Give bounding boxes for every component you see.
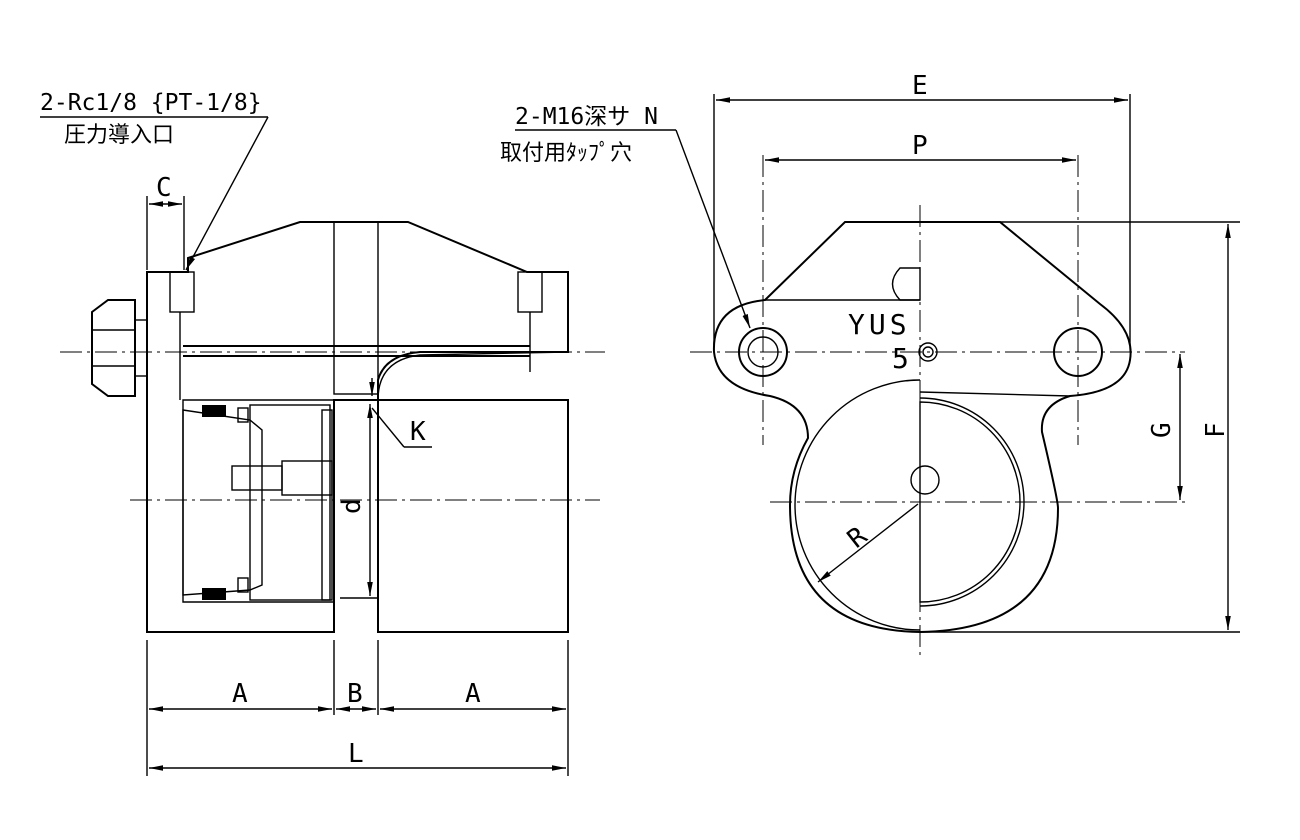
dim-B: B [347, 679, 363, 709]
seal-bottom [202, 588, 226, 600]
dim-A-left: A [232, 679, 248, 709]
tap-name-label: 取付用ﾀｯﾌﾟ穴 [500, 141, 632, 166]
dim-A-right: A [465, 679, 481, 709]
dim-R: R [842, 521, 873, 554]
section-view: C 2-Rc1/8 {PT-1/8} 圧力導入口 K d A B A L [40, 90, 605, 776]
dim-L: L [348, 739, 364, 769]
dim-G: G [1147, 422, 1177, 438]
dim-d: d [337, 498, 367, 514]
tap-spec-label: 2-M16深サ N [515, 104, 658, 130]
brand-number: 5 [892, 342, 909, 375]
right-block [377, 399, 569, 633]
seal-top [202, 405, 226, 417]
dim-K: K [410, 417, 426, 447]
pressure-fitting [91, 299, 136, 397]
dim-F: F [1201, 422, 1231, 438]
piston [249, 404, 331, 601]
shaft-section [333, 221, 379, 395]
front-view: YUS 5 E P F G R 2-M16深サ N 取付用ﾀｯﾌﾟ穴 [500, 71, 1240, 660]
brand-text: YUS [848, 308, 911, 341]
dim-P: P [912, 131, 928, 161]
body-outline [712, 221, 1132, 634]
dim-C: C [156, 173, 172, 203]
piston-face [919, 401, 1021, 603]
dim-E: E [912, 71, 928, 101]
port-name-label: 圧力導入口 [64, 123, 174, 148]
port-spec-label: 2-Rc1/8 {PT-1/8} [40, 90, 262, 116]
housing-section [146, 221, 569, 633]
